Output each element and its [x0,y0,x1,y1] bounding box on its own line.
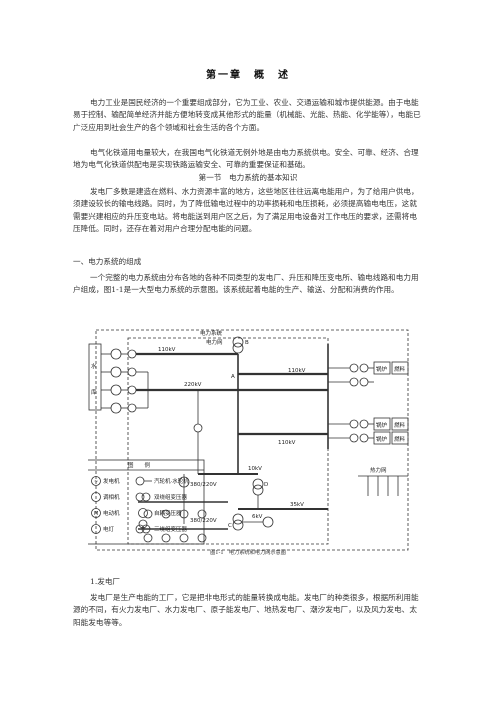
label-water: 水 [91,362,97,370]
heat-network-label: 热力网 [370,466,387,474]
label-power-system: 电力系统 [200,329,223,337]
fuel-label: 燃料 [394,435,406,443]
node-label: B [245,340,249,346]
transformer-symbol [127,385,137,395]
fuel-label: 燃料 [394,421,406,429]
legend-text: 三绕组变压器 [154,525,188,533]
boiler-box [373,361,391,375]
legend-text: 电灯 [103,525,115,533]
fuel-box [391,417,409,431]
fuel-box [391,431,409,445]
boiler-label: 锅炉 [376,435,388,443]
transformer-symbol [127,367,137,377]
voltage-label: 220kV [184,382,202,388]
subsection-paragraph: 一个完整的电力系统由分布各地的各种不同类型的发电厂、升压和降压变电所、输电线路和… [73,273,419,295]
boiler-box [373,417,391,431]
item-title: 1.发电厂 [90,577,121,586]
legend-text: 发电机 [103,477,120,485]
intro-paragraph-1: 电力工业是国民经济的一个重要组成部分，它为工业、农业、交通运输和城市提供能源。由… [73,98,421,132]
boiler-label: 锅炉 [376,421,388,429]
generator-symbol [110,402,122,414]
legend-symbol: M [94,511,98,517]
legend-symbol: ~ [94,479,98,485]
plant-right [328,363,374,443]
label-reservoir: 库 [91,388,97,396]
voltage-label: 380/220V [190,518,217,524]
transformer-symbol [127,403,137,413]
voltage-label: 10kV [248,466,262,472]
node-label: C [228,523,232,529]
section-paragraph: 发电厂多数是建造在燃料、水力资源丰富的地方，这些地区往往远离电能用户，为了给用户… [73,187,419,234]
legend-text: 电动机 [103,509,120,517]
node-label: A [231,374,235,380]
legend-text: 自耦变压器 [154,509,182,517]
legend-box [88,459,205,545]
section-title: 第一节 电力系统的基本知识 [198,173,298,182]
voltage-label: 35kV [290,502,304,508]
legend-title: 图 例 [128,461,151,469]
legend-text: 双绕组变压器 [154,493,188,501]
boiler-label: 锅炉 [376,365,388,373]
subsection-title: 一、电力系统的组成 [73,257,142,266]
voltage-label: 110kV [158,347,176,353]
voltage-label: 6kV [252,514,263,520]
generator-symbol [110,348,122,360]
boiler-box [373,431,391,445]
fuel-box [391,361,409,375]
item-paragraph: 发电厂是生产电能的工厂，它是把非电形式的能量转换成电能。发电厂的种类很多，根据所… [73,593,419,627]
figure-caption: 图1-1 电力系统和电力网示意图 [210,550,286,556]
node-label: D [264,482,268,488]
legend-text: 汽轮机·水轮机 [154,477,189,485]
transformer-symbol [127,349,137,359]
voltage-label: 110kV [288,368,306,374]
intro-paragraph-2: 电气化铁道用电量较大，在我国电气化铁道无例外地是由电力系统供电。安全、可靠、经济… [73,148,419,170]
label-power-network: 电力网 [206,338,223,346]
voltage-label: 110kV [278,440,296,446]
generator-symbol [110,366,122,378]
fuel-label: 燃料 [394,365,406,373]
power-system-diagram: 电力系统 电力网 水 库 110kV 220kV 110kV 110kV 10k… [88,329,409,551]
reservoir-block [88,343,102,411]
chapter-title: 第一章 概 述 [206,70,290,81]
legend-text: 调相机 [103,493,120,501]
voltage-label: 380/220V [190,482,217,488]
generator-symbol [110,384,122,396]
